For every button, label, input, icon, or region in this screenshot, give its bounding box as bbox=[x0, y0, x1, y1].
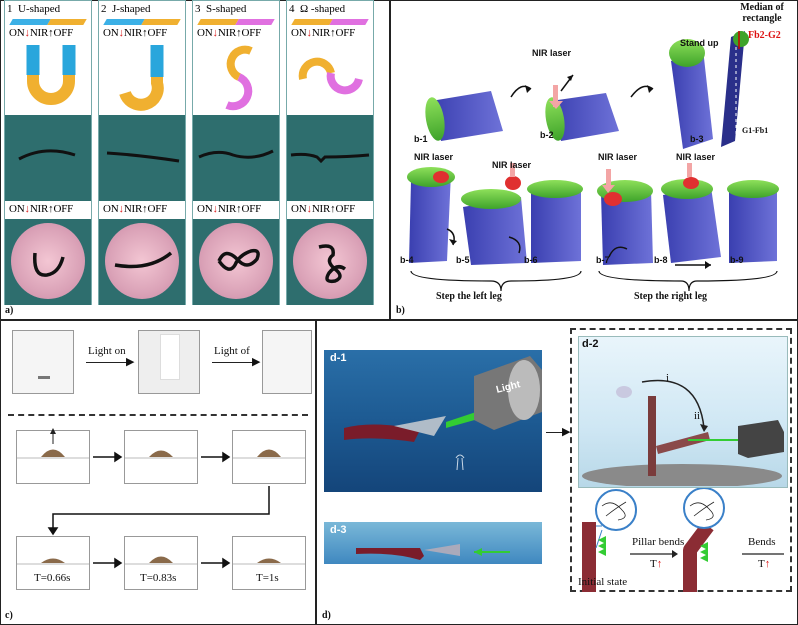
s-shape-icon bbox=[225, 45, 253, 111]
column-omega-shaped: 4 Ω -shaped ON↓NIR↑OFF ON↓NIR↑OFF bbox=[286, 0, 374, 305]
nir-laser-label: NIR laser bbox=[598, 152, 638, 162]
bilayer-bar bbox=[141, 19, 181, 25]
bends-label: Bends bbox=[748, 536, 776, 548]
step-label-b5: b-5 bbox=[456, 255, 470, 265]
d3-illustration bbox=[356, 544, 510, 560]
time-label: T=0.66s bbox=[34, 572, 71, 584]
step-label-b8: b-8 bbox=[654, 255, 668, 265]
nir-laser-label: NIR laser bbox=[532, 48, 572, 58]
j-shape-icon bbox=[119, 45, 164, 111]
d3-strip-image bbox=[324, 522, 542, 564]
teal-frame bbox=[99, 115, 185, 201]
lamp-box-1 bbox=[12, 330, 74, 394]
force-bottom-label: G1-Fb1 bbox=[742, 126, 769, 135]
bilayer-bar bbox=[291, 19, 333, 25]
panel-b-label: b) bbox=[396, 305, 405, 316]
on-nir-off-label: ON↓NIR↑OFF bbox=[291, 203, 356, 215]
light-on-label: Light on bbox=[88, 345, 126, 357]
shape-title: 4 Ω -shaped bbox=[289, 3, 346, 15]
bilayer-bar bbox=[197, 19, 239, 25]
teal-frame bbox=[193, 115, 279, 201]
panel-a-label: a) bbox=[5, 305, 14, 316]
arrow-head: ▶ bbox=[562, 426, 571, 438]
panel-c-frames-overlay bbox=[17, 428, 305, 569]
step-label-b4: b-4 bbox=[400, 255, 414, 265]
panel-c-label: c) bbox=[5, 610, 13, 621]
u-shape-icon bbox=[26, 45, 76, 105]
actuator-strip bbox=[106, 151, 180, 163]
arrow-head: ▶ bbox=[126, 356, 135, 368]
arrow bbox=[546, 432, 566, 433]
on-nir-off-label: ON↓NIR↑OFF bbox=[291, 27, 356, 39]
i-label: i bbox=[666, 372, 670, 384]
device bbox=[38, 376, 50, 379]
d2-aquarium-image bbox=[578, 336, 788, 488]
time-label: T=1s bbox=[256, 572, 279, 584]
pillar-bends-label: Pillar bends bbox=[632, 536, 685, 548]
step-label-b7: b-7 bbox=[596, 255, 610, 265]
stand-up-label: Stand up bbox=[680, 38, 719, 48]
bilayer-bar bbox=[235, 19, 275, 25]
d2-pillar-diagram bbox=[582, 488, 784, 592]
bilayer-bar bbox=[47, 19, 87, 25]
actuator-strip bbox=[290, 152, 370, 164]
step-label-b9: b-9 bbox=[730, 255, 744, 265]
petri-dish bbox=[105, 223, 179, 299]
column-u-shaped: 1 U-shaped ON↓NIR↑OFF ON↓NIR↑OFF bbox=[4, 0, 92, 305]
column-s-shaped: 3 S-shaped ON↓NIR↑OFF ON↓NIR↑OFF bbox=[192, 0, 280, 305]
step-label-b2: b-2 bbox=[540, 130, 554, 140]
arrow bbox=[212, 362, 256, 363]
nir-laser-label: NIR laser bbox=[414, 152, 454, 162]
left-leg-label: Step the left leg bbox=[436, 291, 502, 302]
arrow-head: ▶ bbox=[252, 356, 261, 368]
on-nir-off-label: ON↓NIR↑OFF bbox=[197, 27, 262, 39]
nir-laser-label: NIR laser bbox=[676, 152, 716, 162]
d2-illustration bbox=[582, 379, 784, 486]
on-nir-off-label: ON↓NIR↑OFF bbox=[103, 203, 168, 215]
d2-label: d-2 bbox=[582, 338, 599, 350]
omega-strip bbox=[318, 244, 347, 284]
shape-title: 2 J-shaped bbox=[101, 3, 151, 15]
bilayer-bar bbox=[103, 19, 145, 25]
bilayer-bar bbox=[9, 19, 51, 25]
ii-label: ii bbox=[694, 410, 701, 422]
temperature-up-label: T↑ bbox=[650, 558, 663, 570]
d1-label: d-1 bbox=[330, 352, 347, 364]
column-j-shaped: 2 J-shaped ON↓NIR↑OFF ON↓NIR↑OFF bbox=[98, 0, 186, 305]
time-label: T=0.83s bbox=[140, 572, 177, 584]
actuator-strip bbox=[198, 149, 274, 159]
shape-title: 1 U-shaped bbox=[7, 3, 61, 15]
bilayer-bar bbox=[329, 19, 369, 25]
step-label-b1: b-1 bbox=[414, 134, 428, 144]
actuator-strip bbox=[18, 149, 76, 161]
temperature-up-label: T↑ bbox=[758, 558, 771, 570]
d3-label: d-3 bbox=[330, 524, 347, 536]
s-strip bbox=[217, 248, 260, 271]
on-nir-off-label: ON↓NIR↑OFF bbox=[9, 203, 74, 215]
shape-title: 3 S-shaped bbox=[195, 3, 247, 15]
d1-illustration bbox=[344, 356, 542, 471]
panel-d-label: d) bbox=[322, 610, 331, 621]
on-nir-off-label: ON↓NIR↑OFF bbox=[9, 27, 74, 39]
initial-state-label: Initial state bbox=[578, 576, 628, 588]
omega-shape-icon bbox=[298, 57, 363, 95]
light-off-label: Light of bbox=[214, 345, 250, 357]
force-top-label: Fb2-G2 bbox=[748, 30, 781, 41]
lamp-box-3 bbox=[262, 330, 312, 394]
step-label-b6: b-6 bbox=[524, 255, 538, 265]
step-label-b3: b-3 bbox=[690, 134, 704, 144]
nir-laser-label: NIR laser bbox=[492, 160, 532, 170]
light-beam bbox=[160, 334, 180, 380]
petri-dish bbox=[11, 223, 85, 299]
panel-b-illustration bbox=[407, 31, 779, 292]
arrow bbox=[86, 362, 130, 363]
on-nir-off-label: ON↓NIR↑OFF bbox=[103, 27, 168, 39]
u-strip bbox=[33, 252, 65, 277]
on-nir-off-label: ON↓NIR↑OFF bbox=[197, 203, 262, 215]
right-leg-label: Step the right leg bbox=[634, 291, 708, 302]
dashed-divider bbox=[8, 414, 308, 416]
median-title: Median of rectangle bbox=[740, 2, 784, 24]
d2-dashed-box bbox=[570, 328, 792, 592]
j-strip bbox=[114, 251, 173, 269]
